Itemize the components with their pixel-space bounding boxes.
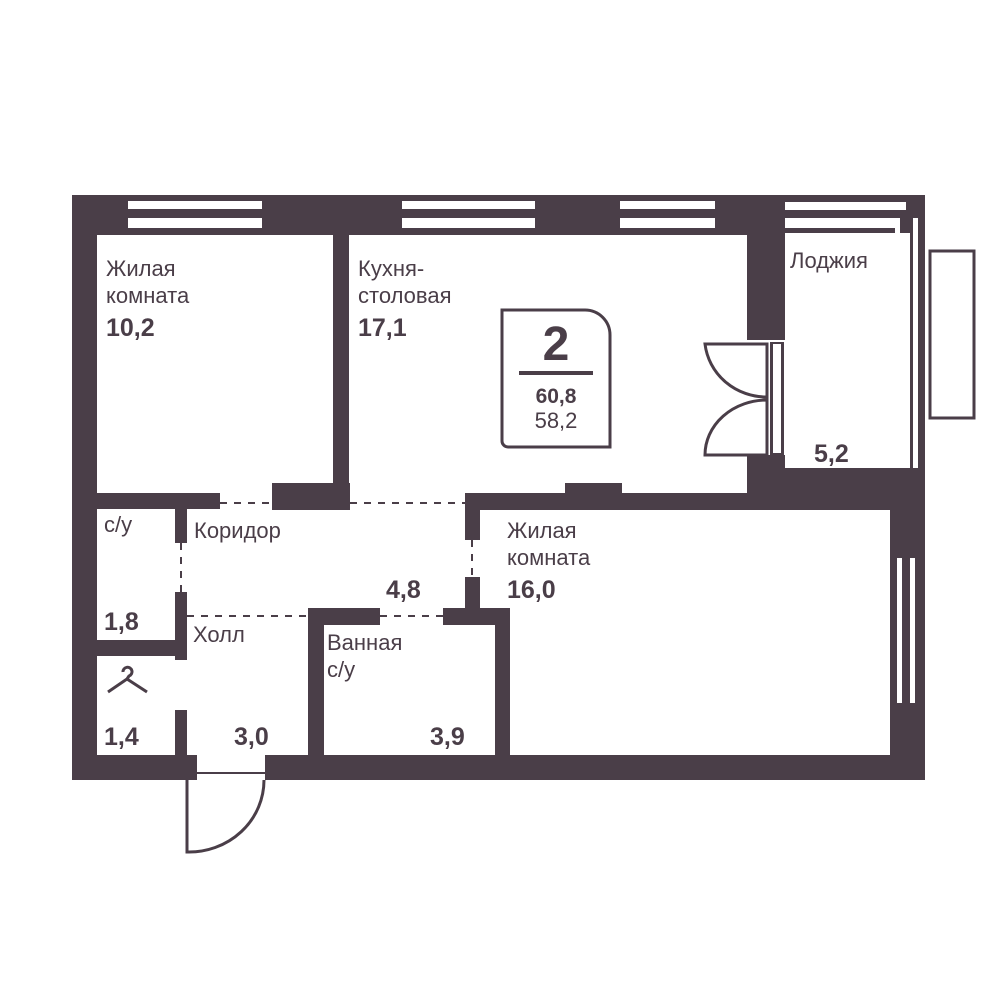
apartment-info-badge: 2 60,8 58,2 — [500, 308, 612, 449]
wall-segment — [565, 483, 622, 495]
wall-segment — [465, 493, 480, 540]
wall-segment — [910, 558, 915, 703]
room-name: Жилая — [507, 518, 577, 543]
balcony-outline — [928, 249, 976, 420]
room-name: Кухня- — [358, 256, 424, 281]
room-area: 3,0 — [234, 723, 269, 751]
total-area: 60,8 — [536, 385, 577, 408]
wall-segment — [333, 235, 349, 510]
wall-segment — [402, 218, 535, 228]
wall-segment — [72, 493, 220, 509]
room-area: 1,4 — [104, 723, 139, 751]
living-area: 58,2 — [535, 408, 578, 433]
wall-segment — [773, 344, 781, 453]
wall-segment — [128, 218, 262, 228]
wall-segment — [72, 195, 97, 780]
wall-segment — [402, 201, 535, 209]
room-bedroom-2: Жилая комната 16,0 — [507, 518, 591, 604]
room-area: 16,0 — [507, 576, 556, 604]
plan-element — [703, 398, 769, 457]
wall-segment — [747, 195, 785, 340]
wall-segment — [620, 218, 715, 228]
room-loggia: Лоджия 5,2 — [790, 248, 868, 468]
plan-element — [703, 342, 769, 399]
room-name: Ванная — [327, 630, 402, 655]
room-name: комната — [507, 545, 591, 570]
balcony-door — [703, 342, 784, 457]
wall-segment — [272, 483, 350, 510]
room-name: Холл — [193, 622, 245, 647]
plan-element — [185, 779, 266, 854]
room-area: 17,1 — [358, 314, 407, 342]
room-name: с/у — [104, 512, 132, 537]
wall-segment — [890, 468, 925, 780]
wall-segment — [175, 509, 187, 543]
room-corridor: Коридор 4,8 — [194, 518, 421, 604]
wall-segment — [265, 755, 925, 780]
room-area: 1,8 — [104, 608, 139, 636]
room-kitchen: Кухня- столовая 17,1 — [358, 256, 452, 342]
wall-segment — [495, 608, 510, 780]
room-area: 10,2 — [106, 314, 155, 342]
wall-segment — [785, 233, 890, 468]
entrance-door — [185, 772, 266, 854]
room-name: Коридор — [194, 518, 281, 543]
wall-segment — [747, 468, 925, 495]
wall-segment — [913, 218, 918, 468]
room-bedroom-1: Жилая комната 10,2 — [106, 256, 190, 342]
wall-segment — [308, 608, 380, 625]
room-name: с/у — [327, 657, 355, 682]
wall-segment — [620, 201, 715, 209]
rooms-count: 2 — [543, 318, 570, 371]
room-bathroom: Ванная с/у 3,9 — [327, 630, 465, 751]
wall-segment — [175, 710, 187, 780]
room-name: столовая — [358, 283, 452, 308]
hanger-icon — [107, 665, 148, 694]
room-area: 5,2 — [814, 440, 849, 468]
room-wardrobe: 1,4 — [104, 665, 148, 751]
wall-segment — [308, 608, 324, 780]
wall-segment — [128, 201, 262, 209]
room-name: Жилая — [106, 256, 176, 281]
zone-dividers — [180, 502, 473, 617]
wall-segment — [785, 202, 906, 210]
room-area: 3,9 — [430, 723, 465, 751]
room-name: Лоджия — [790, 248, 868, 273]
wall-segment — [443, 608, 510, 625]
wall-segment — [897, 558, 902, 703]
room-wc: с/у 1,8 — [104, 512, 139, 636]
wall-segment — [785, 218, 895, 228]
windows — [128, 201, 918, 703]
wall-segment — [465, 493, 925, 510]
walls — [72, 195, 925, 780]
room-area: 4,8 — [386, 576, 421, 604]
plan-element — [500, 308, 612, 449]
room-hall: Холл 3,0 — [193, 622, 269, 751]
wall-segment — [72, 640, 187, 656]
room-name: комната — [106, 283, 190, 308]
wall-segment — [895, 218, 900, 468]
